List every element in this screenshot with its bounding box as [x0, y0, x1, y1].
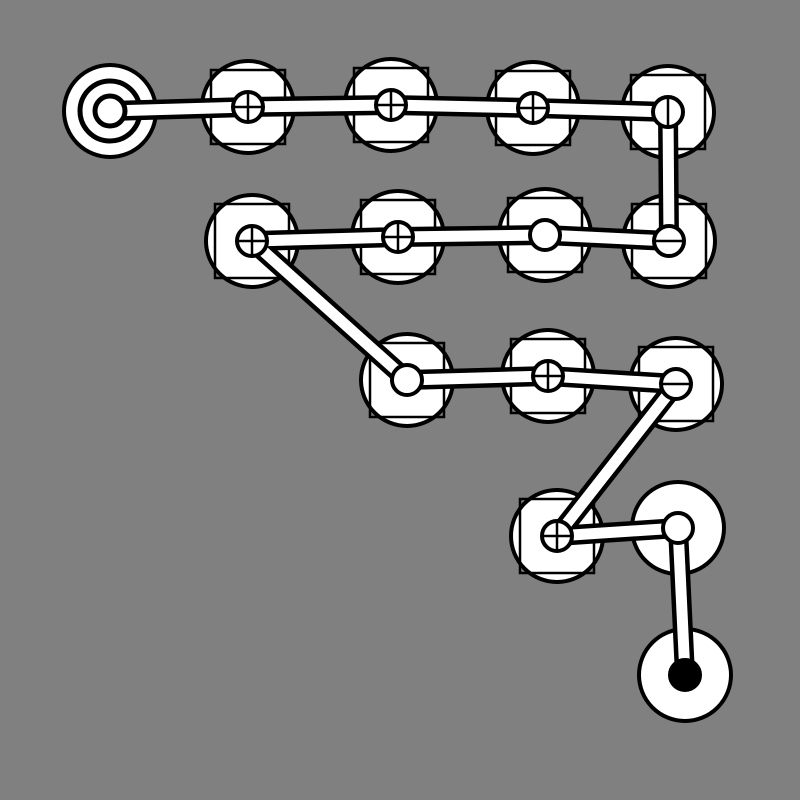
path-segment — [544, 229, 670, 247]
joints-layer — [92, 88, 702, 692]
path-segment — [109, 101, 249, 117]
path-segment — [247, 99, 392, 113]
path-segment — [397, 229, 546, 243]
path-segment — [672, 527, 691, 676]
path-segment — [406, 370, 549, 386]
path-segment — [248, 236, 411, 385]
path-segment — [251, 231, 399, 247]
path-segment — [552, 380, 681, 540]
start-joint — [92, 93, 128, 129]
path-segment — [662, 111, 675, 242]
joint-circle — [528, 218, 562, 252]
path-segment — [556, 522, 679, 542]
path-segment — [547, 370, 677, 390]
joint-circle — [661, 511, 695, 545]
path-layer — [109, 95, 695, 676]
path-segment — [390, 99, 534, 114]
goal-dot — [668, 658, 702, 692]
joint-circle — [390, 363, 424, 397]
path-segment — [532, 102, 669, 118]
